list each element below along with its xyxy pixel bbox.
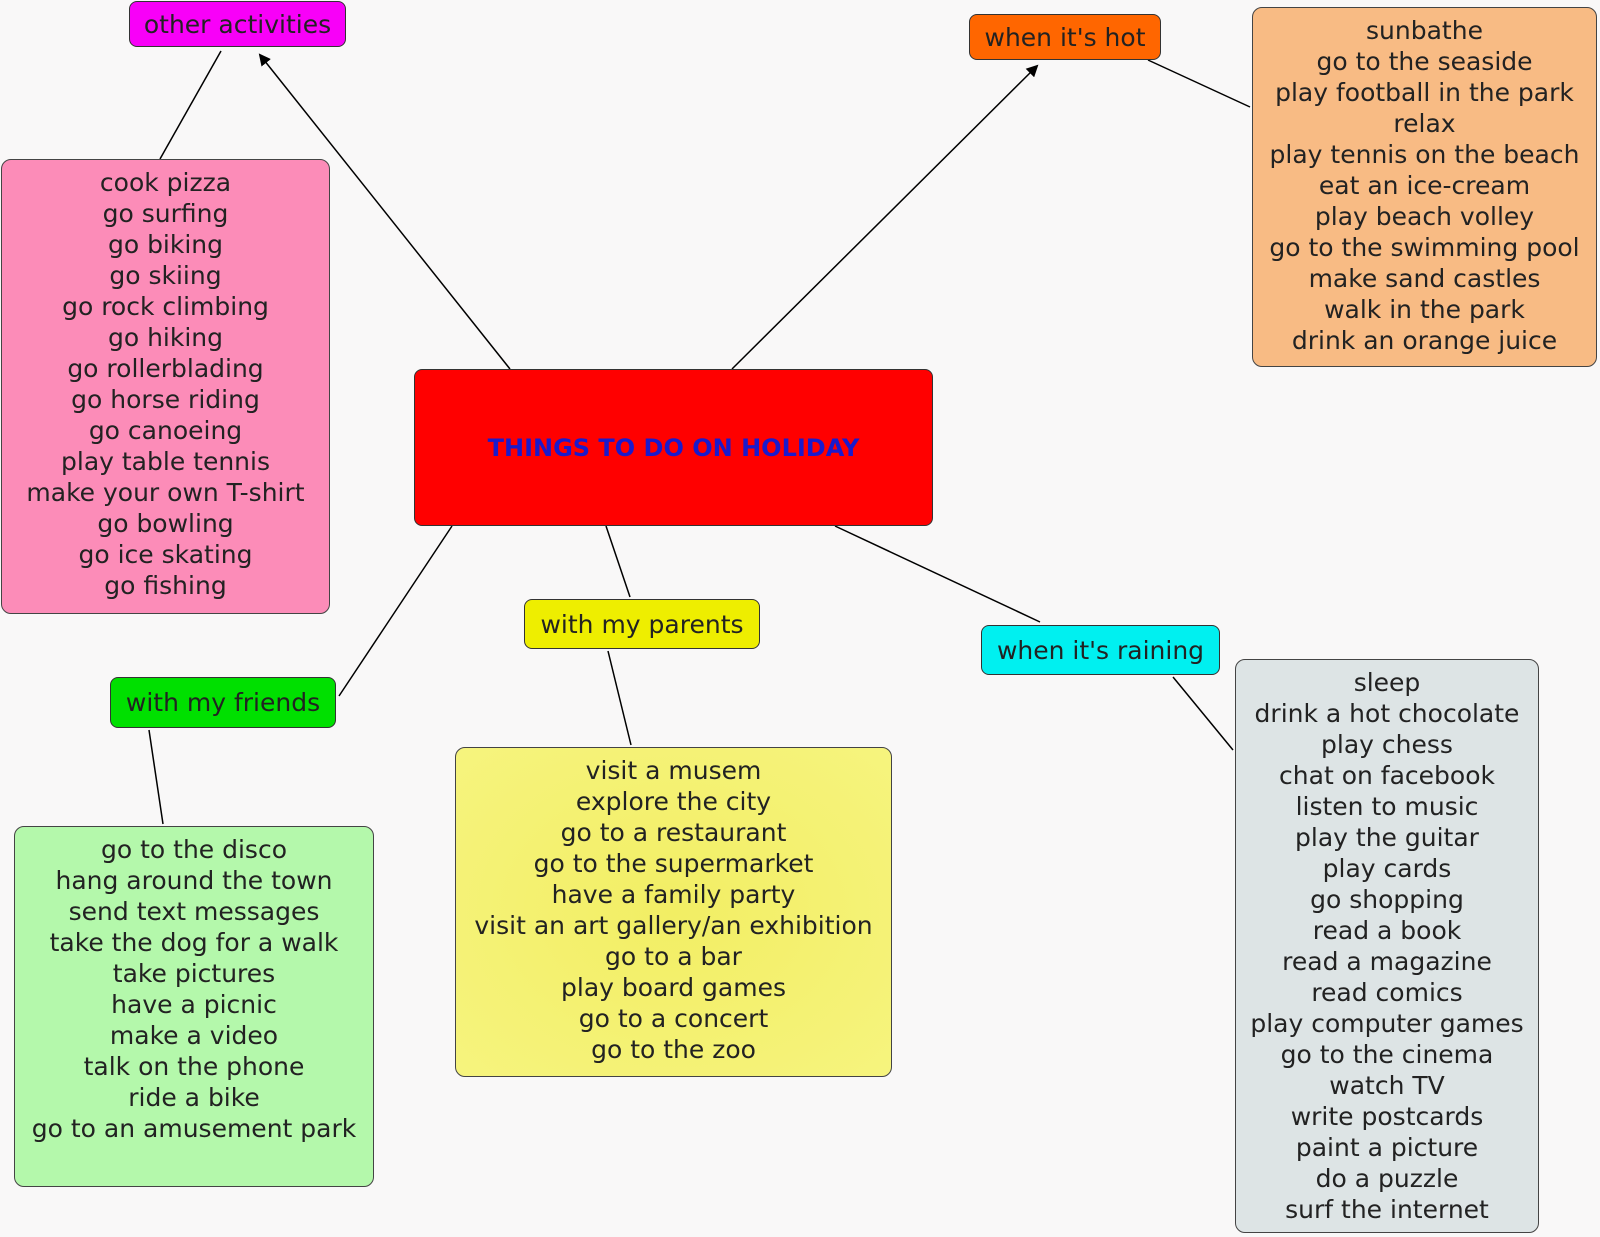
list-item: go rollerblading bbox=[67, 354, 264, 383]
list-item: go bowling bbox=[97, 509, 234, 538]
list-item: go rock climbing bbox=[62, 292, 269, 321]
list-item: drink a hot chocolate bbox=[1254, 699, 1520, 728]
list-item: make sand castles bbox=[1308, 264, 1541, 293]
list-item: go to the supermarket bbox=[533, 849, 814, 878]
list-item: read a book bbox=[1312, 916, 1462, 945]
list-item: go to a concert bbox=[578, 1004, 769, 1033]
list-item: go to the zoo bbox=[591, 1035, 756, 1064]
list-item: have a family party bbox=[551, 880, 796, 909]
central-topic-title: THINGS TO DO ON HOLIDAY bbox=[487, 433, 860, 462]
branch-label-with-parents[interactable]: with my parents bbox=[524, 599, 760, 649]
list-item: go to the disco bbox=[100, 835, 287, 864]
list-item: go skiing bbox=[109, 261, 222, 290]
list-item: make a video bbox=[109, 1021, 279, 1050]
list-item: go shopping bbox=[1310, 885, 1464, 914]
list-item: do a puzzle bbox=[1315, 1164, 1459, 1193]
list-item: relax bbox=[1393, 109, 1456, 138]
list-item: go to the cinema bbox=[1280, 1040, 1494, 1069]
branch-label-text: with my friends bbox=[125, 688, 321, 717]
list-item: ride a bike bbox=[128, 1083, 260, 1112]
line-hot-label-to-box bbox=[1147, 59, 1251, 108]
branch-label-when-raining[interactable]: when it's raining bbox=[981, 625, 1220, 675]
list-item: eat an ice-cream bbox=[1318, 171, 1531, 200]
list-item: go to an amusement park bbox=[31, 1114, 357, 1143]
list-box-with-friends[interactable]: go to the disco hang around the town sen… bbox=[14, 826, 374, 1187]
list-item: send text messages bbox=[68, 897, 320, 926]
list-item: have a picnic bbox=[111, 990, 277, 1019]
list-item: play the guitar bbox=[1295, 823, 1479, 852]
list-item: read comics bbox=[1311, 978, 1463, 1007]
list-item: go horse riding bbox=[71, 385, 260, 414]
branch-label-text: other activities bbox=[143, 9, 332, 39]
line-parents-label-to-box bbox=[607, 650, 632, 746]
list-item: go to a bar bbox=[605, 942, 742, 971]
list-box-when-raining[interactable]: sleep drink a hot chocolate play chess c… bbox=[1235, 659, 1539, 1233]
list-box-other-activities[interactable]: cook pizza go surfing go biking go skiin… bbox=[1, 159, 330, 614]
list-item: take pictures bbox=[112, 959, 276, 988]
list-item: surf the internet bbox=[1285, 1195, 1489, 1224]
list-item: paint a picture bbox=[1295, 1133, 1479, 1162]
list-item: go fishing bbox=[104, 571, 227, 600]
list-box-when-hot[interactable]: sunbathe go to the seaside play football… bbox=[1252, 7, 1597, 367]
list-item: explore the city bbox=[575, 787, 772, 816]
list-item: hang around the town bbox=[55, 866, 333, 895]
branch-label-text: with my parents bbox=[540, 609, 744, 639]
branch-label-with-friends[interactable]: with my friends bbox=[110, 677, 336, 728]
arrow-to-when-hot bbox=[731, 64, 1039, 370]
list-item: go ice skating bbox=[78, 540, 253, 569]
list-item: chat on facebook bbox=[1279, 761, 1495, 790]
list-item: play board games bbox=[561, 973, 786, 1002]
list-item: write postcards bbox=[1290, 1102, 1484, 1131]
list-item: play cards bbox=[1322, 854, 1452, 883]
list-item: sleep bbox=[1353, 668, 1421, 697]
list-item: go to a restaurant bbox=[560, 818, 787, 847]
line-friends-label-to-box bbox=[148, 729, 164, 825]
central-topic[interactable]: THINGS TO DO ON HOLIDAY bbox=[414, 369, 933, 526]
line-other-label-to-box bbox=[159, 50, 222, 160]
list-item: make your own T-shirt bbox=[26, 478, 305, 507]
list-item: play beach volley bbox=[1314, 202, 1535, 231]
line-to-with-friends bbox=[338, 525, 453, 697]
list-item: talk on the phone bbox=[83, 1052, 305, 1081]
list-item: sunbathe bbox=[1366, 16, 1483, 45]
branch-label-text: when it's hot bbox=[984, 22, 1146, 52]
list-item: watch TV bbox=[1329, 1071, 1445, 1100]
list-item: visit an art gallery/an exhibition bbox=[474, 911, 873, 940]
list-item: go canoeing bbox=[88, 416, 243, 445]
list-item: play computer games bbox=[1250, 1009, 1524, 1038]
line-to-with-parents bbox=[605, 525, 631, 598]
list-item: go hiking bbox=[107, 323, 224, 352]
list-item: go to the seaside bbox=[1316, 47, 1533, 76]
list-item: play football in the park bbox=[1275, 78, 1574, 107]
list-item: drink an orange juice bbox=[1291, 326, 1558, 355]
line-raining-label-to-box bbox=[1172, 676, 1234, 751]
list-item: play table tennis bbox=[61, 447, 270, 476]
list-item: play chess bbox=[1321, 730, 1453, 759]
list-item: go to the swimming pool bbox=[1269, 233, 1580, 262]
line-to-when-raining bbox=[834, 525, 1041, 623]
branch-label-when-hot[interactable]: when it's hot bbox=[969, 14, 1161, 60]
list-item: walk in the park bbox=[1324, 295, 1525, 324]
list-item: visit a musem bbox=[585, 756, 762, 785]
list-item: read a magazine bbox=[1282, 947, 1492, 976]
list-item: go biking bbox=[107, 230, 224, 259]
list-item: take the dog for a walk bbox=[49, 928, 339, 957]
list-item: go surfing bbox=[102, 199, 229, 228]
list-item: play tennis on the beach bbox=[1269, 140, 1580, 169]
branch-label-text: when it's raining bbox=[996, 635, 1205, 665]
list-item: listen to music bbox=[1295, 792, 1479, 821]
list-box-with-parents[interactable]: visit a musem explore the city go to a r… bbox=[455, 747, 892, 1077]
arrow-to-other-activities bbox=[258, 53, 511, 370]
branch-label-other-activities[interactable]: other activities bbox=[129, 1, 346, 47]
list-item: cook pizza bbox=[99, 168, 232, 197]
